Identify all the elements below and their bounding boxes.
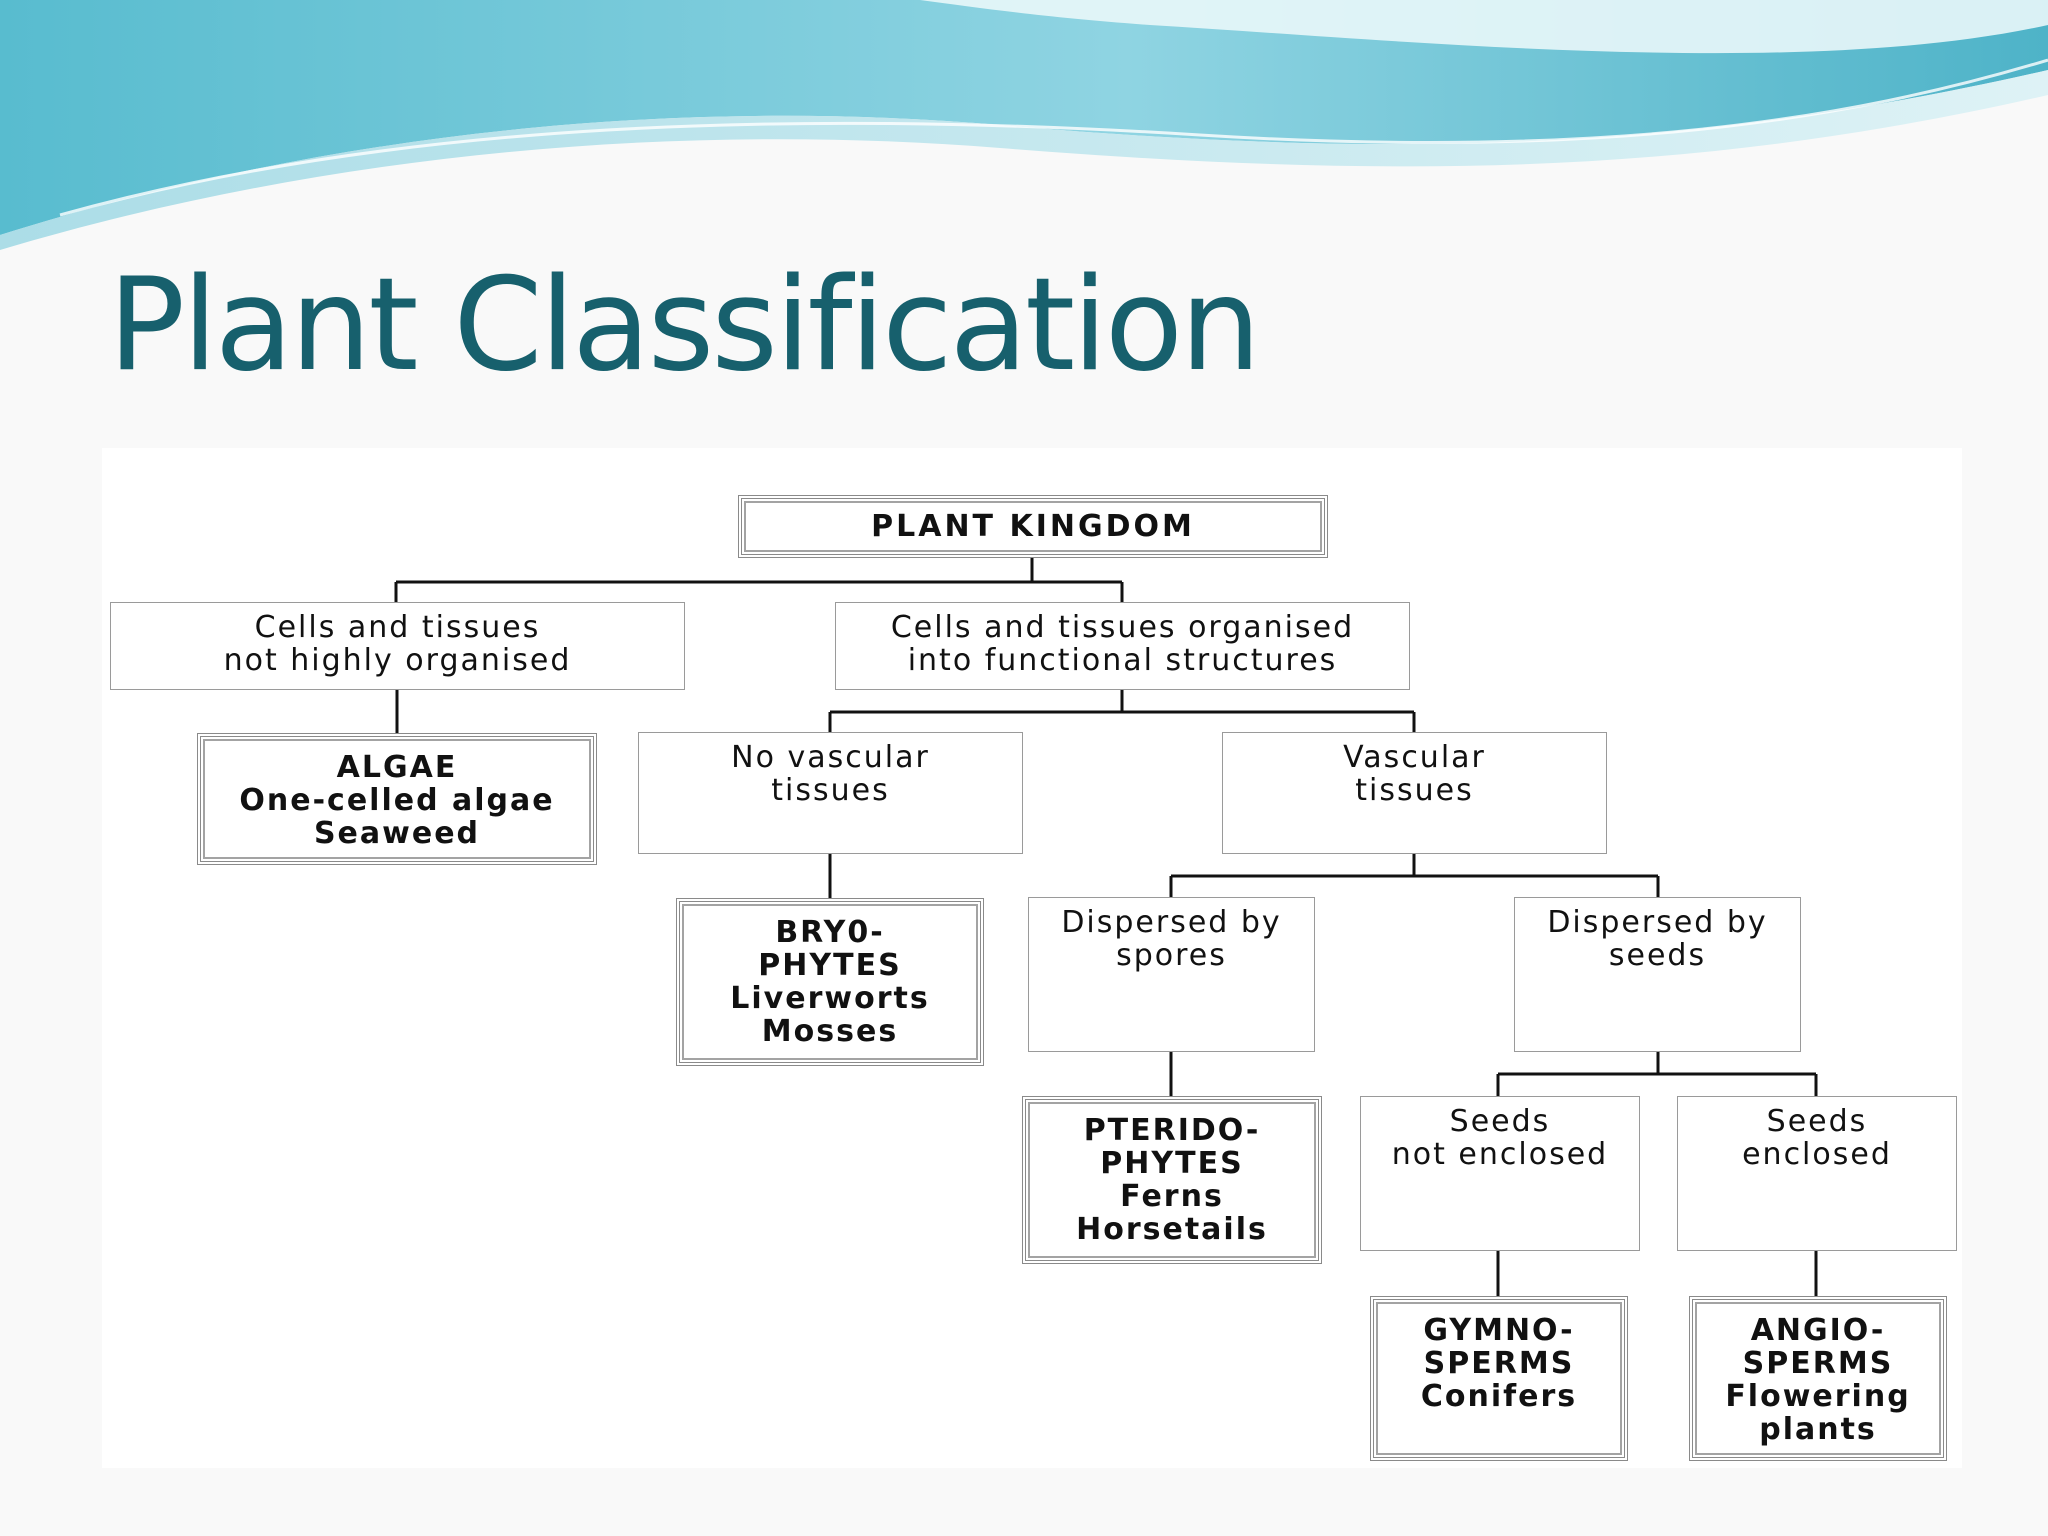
node-text-line: GYMNO- xyxy=(1423,1313,1575,1348)
node-text-line: not enclosed xyxy=(1391,1137,1609,1172)
algae-node: ALGAE One-celled algae Seaweed xyxy=(197,733,597,865)
vascular-tissues-node: Vascular tissues xyxy=(1222,732,1607,854)
node-text-line: plants xyxy=(1759,1412,1877,1447)
node-text-line: Cells and tissues xyxy=(254,610,541,645)
header-wave-decoration xyxy=(0,0,2048,250)
node-text-line: No vascular xyxy=(731,740,930,775)
node-text-line: SPERMS xyxy=(1742,1346,1894,1381)
node-text-line: ALGAE xyxy=(336,750,458,785)
node-text-line: BRY0- xyxy=(775,915,885,950)
seeds-enclosed-node: Seeds enclosed xyxy=(1677,1096,1957,1251)
node-text-line: spores xyxy=(1116,938,1227,973)
seeds-not-enclosed-node: Seeds not enclosed xyxy=(1360,1096,1640,1251)
no-vascular-tissues-node: No vascular tissues xyxy=(638,732,1023,854)
angiosperms-node: ANGIO- SPERMS Flowering plants xyxy=(1689,1296,1947,1461)
gymnosperms-node: GYMNO- SPERMS Conifers xyxy=(1370,1296,1628,1461)
node-text-line: Dispersed by xyxy=(1547,905,1768,940)
node-text-line: ANGIO- xyxy=(1750,1313,1886,1348)
node-text-line: PHYTES xyxy=(758,948,902,983)
node-text-line: PHYTES xyxy=(1100,1146,1244,1181)
bryophytes-node: BRY0- PHYTES Liverworts Mosses xyxy=(676,898,984,1066)
node-text-line: Flowering xyxy=(1725,1379,1911,1414)
node-text-line: into functional structures xyxy=(907,643,1338,678)
dispersed-by-spores-node: Dispersed by spores xyxy=(1028,897,1315,1052)
node-text-line: PTERIDO- xyxy=(1083,1113,1261,1148)
node-text-line: Seeds xyxy=(1449,1104,1551,1139)
node-text-line: Seeds xyxy=(1766,1104,1868,1139)
not-highly-organised-node: Cells and tissues not highly organised xyxy=(110,602,685,690)
plant-kingdom-node: PLANT KINGDOM xyxy=(738,495,1328,558)
organised-structures-node: Cells and tissues organised into functio… xyxy=(835,602,1410,690)
node-text-line: seeds xyxy=(1608,938,1707,973)
node-text-line: Ferns xyxy=(1120,1179,1224,1214)
slide-title: Plant Classification xyxy=(108,251,1261,400)
node-text-line: enclosed xyxy=(1742,1137,1892,1172)
pteridophytes-node: PTERIDO- PHYTES Ferns Horsetails xyxy=(1022,1096,1322,1264)
node-text-line: One-celled algae xyxy=(239,783,555,818)
node-text-line: Liverworts xyxy=(730,981,930,1016)
node-text-line: Conifers xyxy=(1420,1379,1578,1414)
node-text-line: tissues xyxy=(1355,773,1474,808)
plant-kingdom-label: PLANT KINGDOM xyxy=(871,509,1195,544)
node-text-line: not highly organised xyxy=(223,643,572,678)
dispersed-by-seeds-node: Dispersed by seeds xyxy=(1514,897,1801,1052)
node-text-line: Mosses xyxy=(761,1014,899,1049)
node-text-line: SPERMS xyxy=(1423,1346,1575,1381)
node-text-line: Seaweed xyxy=(313,816,481,851)
node-text-line: tissues xyxy=(771,773,890,808)
node-text-line: Cells and tissues organised xyxy=(890,610,1355,645)
node-text-line: Dispersed by xyxy=(1061,905,1282,940)
node-text-line: Horsetails xyxy=(1076,1212,1268,1247)
node-text-line: Vascular xyxy=(1343,740,1486,775)
